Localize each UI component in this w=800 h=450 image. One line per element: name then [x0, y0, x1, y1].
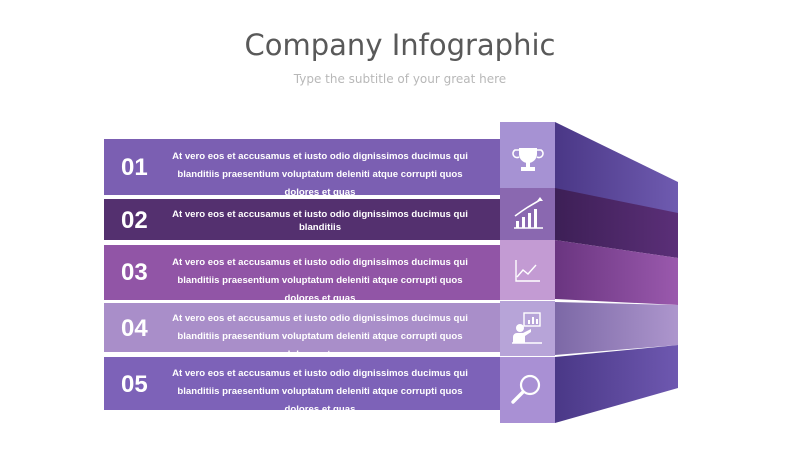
- wedge-2: [555, 188, 678, 258]
- wedge-4: [555, 302, 678, 355]
- presenter-icon: [512, 312, 542, 344]
- step-row-4: 04 At vero eos et accusamus et iusto odi…: [104, 303, 500, 352]
- icon-tile-2: [500, 188, 555, 241]
- icon-tile-5: [500, 357, 555, 423]
- growth-chart-icon: [514, 197, 543, 229]
- icon-tile-1: [500, 122, 555, 197]
- step-row-5: 05 At vero eos et accusamus et iusto odi…: [104, 357, 500, 410]
- step-row-2: 02 At vero eos et accusamus et iusto odi…: [104, 199, 500, 240]
- line-chart-icon: [515, 260, 540, 282]
- step-number: 03: [121, 259, 148, 286]
- page-subtitle: Type the subtitle of your great here: [293, 72, 507, 86]
- step-text: At vero eos et accusamus et iusto odio d…: [172, 151, 468, 195]
- step-text: At vero eos et accusamus et iusto odio d…: [172, 257, 468, 300]
- step-text: At vero eos et accusamus et iusto odio d…: [172, 313, 468, 352]
- wedge-3: [555, 240, 678, 305]
- wedge-5: [555, 345, 678, 423]
- step-number: 04: [121, 315, 148, 342]
- step-number: 05: [121, 371, 148, 398]
- icon-tile-3: [500, 240, 555, 300]
- step-row-1: 01 At vero eos et accusamus et iusto odi…: [104, 139, 500, 195]
- page-title: Company Infographic: [244, 28, 556, 62]
- step-number: 01: [121, 154, 148, 181]
- icon-tile-4: [500, 301, 555, 356]
- step-row-3: 03 At vero eos et accusamus et iusto odi…: [104, 245, 500, 300]
- step-text: At vero eos et accusamus et iusto odio d…: [172, 209, 468, 233]
- magnifier-icon: [511, 374, 541, 404]
- step-text: At vero eos et accusamus et iusto odio d…: [172, 368, 468, 410]
- trophy-icon: [512, 148, 544, 171]
- step-number: 02: [121, 207, 148, 234]
